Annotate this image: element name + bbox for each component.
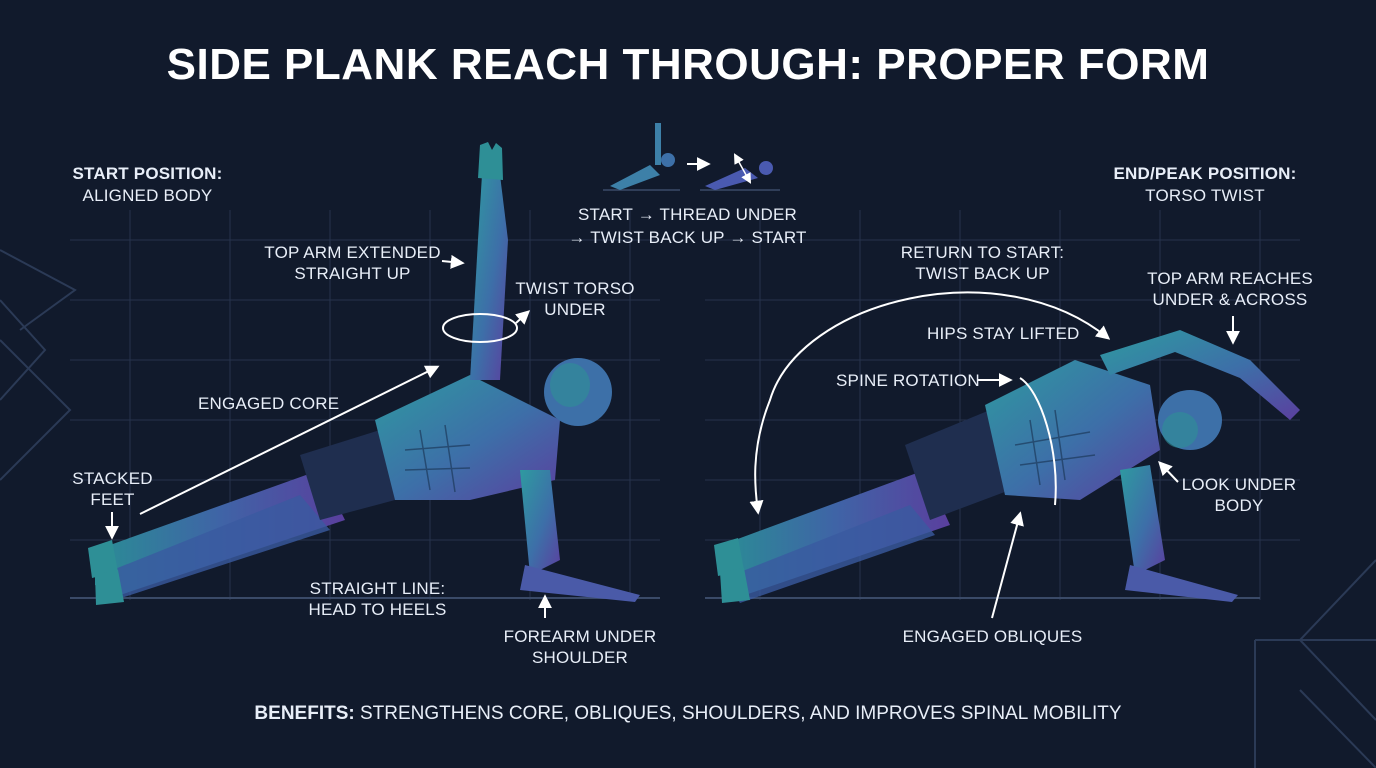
start-subheading: ALIGNED BODY xyxy=(82,186,213,205)
label-return-2: TWIST BACK UP xyxy=(915,264,1050,283)
label-forearm-1: FOREARM UNDER xyxy=(503,627,657,646)
label-look-under-1: LOOK UNDER xyxy=(1181,475,1297,494)
label-reach-1: TOP ARM REACHES xyxy=(1147,269,1313,288)
label-forearm-2: SHOULDER xyxy=(531,648,629,667)
label-top-arm-1: TOP ARM EXTENDED xyxy=(264,243,441,262)
label-spine-rotation: SPINE ROTATION xyxy=(836,371,980,390)
annotation-arrows-right xyxy=(749,291,1240,619)
label-engaged-obliques: ENGAGED OBLIQUES xyxy=(902,627,1083,646)
label-look-under-2: BODY xyxy=(1214,496,1264,515)
benefits-footer: BENEFITS: STRENGTHENS CORE, OBLIQUES, SH… xyxy=(0,703,1376,725)
annotation-arrows-left xyxy=(105,254,552,618)
sequence-icon-twist xyxy=(700,153,780,191)
sequence-line-1: START → THREAD UNDER xyxy=(577,205,798,224)
benefits-text: STRENGTHENS CORE, OBLIQUES, SHOULDERS, A… xyxy=(354,703,1122,724)
figure-start-position xyxy=(88,142,640,605)
label-engaged-core: ENGAGED CORE xyxy=(198,394,340,413)
label-hips-lifted: HIPS STAY LIFTED xyxy=(927,324,1080,343)
benefits-label: BENEFITS: xyxy=(254,703,355,724)
label-stacked-feet-2: FEET xyxy=(90,490,135,509)
end-heading: END/PEAK POSITION: xyxy=(1113,164,1297,183)
label-straight-line-2: HEAD TO HEELS xyxy=(308,600,447,619)
decor-left-chevrons xyxy=(0,249,77,481)
label-stacked-feet-1: STACKED xyxy=(72,469,153,488)
label-top-arm-2: STRAIGHT UP xyxy=(294,264,411,283)
page-title: SIDE PLANK REACH THROUGH: PROPER FORM xyxy=(166,40,1210,89)
label-reach-2: UNDER & ACROSS xyxy=(1152,290,1308,309)
sequence-line-2: → TWIST BACK UP → START xyxy=(568,228,807,247)
decor-right-lines xyxy=(1254,559,1376,768)
label-twist-2: UNDER xyxy=(544,300,606,319)
sequence-icon-start xyxy=(603,123,680,191)
end-subheading: TORSO TWIST xyxy=(1145,186,1265,205)
label-return-1: RETURN TO START: xyxy=(900,243,1065,262)
label-twist-1: TWIST TORSO xyxy=(515,279,635,298)
start-heading: START POSITION: xyxy=(72,164,223,183)
label-straight-line-1: STRAIGHT LINE: xyxy=(309,579,446,598)
